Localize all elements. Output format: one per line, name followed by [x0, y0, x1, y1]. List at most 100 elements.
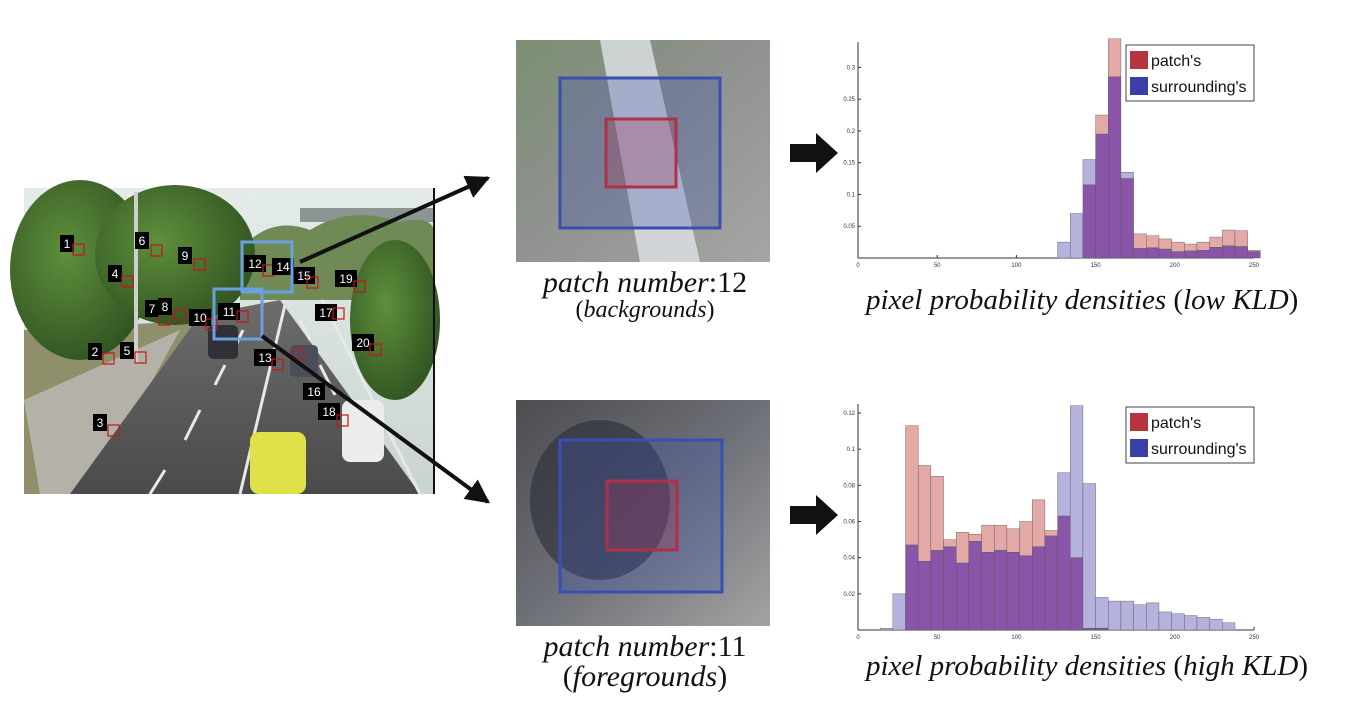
chart-bar-excess — [1082, 483, 1096, 629]
chart-bar-excess — [1057, 472, 1071, 517]
scene-patch-box-11 — [236, 310, 249, 323]
chart-bar-excess — [1196, 241, 1210, 251]
chart-bar-excess — [1171, 241, 1185, 252]
chart-bar-excess — [968, 533, 982, 542]
chart-bar-overlap — [1032, 546, 1046, 631]
chart-bar-excess — [1133, 233, 1147, 249]
caption-top-plot-kld: low KLD — [1183, 284, 1289, 316]
arrow-to-patch-11 — [260, 334, 490, 504]
chart-bar-excess — [1222, 229, 1236, 247]
caption-top-plot-main: pixel probability densities — [866, 284, 1167, 316]
chart-bar-excess — [905, 425, 919, 546]
chart-bar-excess — [1184, 615, 1198, 631]
scene-patch-box-16 — [292, 347, 305, 360]
caption-bottom-plot: pixel probability densities (high KLD) — [866, 650, 1308, 682]
caption-patch-12: patch number:12 (backgrounds) — [542, 266, 748, 323]
scene-patch-label-bg-13 — [254, 349, 276, 366]
chart-bar-excess — [981, 524, 995, 553]
chart-y-tick-label: 0.02 — [843, 592, 855, 598]
chart-bar-excess — [1095, 114, 1109, 135]
chart-x-tick-label: 0 — [856, 263, 860, 269]
scene-patch-box-8 — [174, 308, 187, 321]
scene-patch-label-10: 10 — [193, 311, 207, 325]
chart-x-tick-label: 250 — [1249, 635, 1260, 641]
chart-bar-excess — [1158, 238, 1172, 250]
chart-bar-excess — [1070, 405, 1084, 558]
chart-bar-overlap — [1234, 246, 1248, 259]
scene-patch-label-bg-19 — [335, 270, 357, 287]
scene-patch-label-bg-16 — [303, 383, 325, 400]
scene-patch-label-bg-5 — [120, 342, 134, 359]
chart-bar-excess — [1209, 236, 1223, 248]
chart-bar-overlap — [1044, 535, 1058, 631]
scene-patch-label-bg-4 — [108, 265, 122, 282]
chart-x-tick-label: 100 — [1011, 635, 1022, 641]
chart-bar-overlap — [930, 550, 944, 631]
caption-patch-12-prefix: patch number — [542, 266, 709, 299]
scene-patch-label-bg-3 — [93, 414, 107, 431]
chart-x-tick-label: 50 — [934, 635, 941, 641]
patch-12-surround-region — [558, 76, 722, 230]
chart-bar-excess — [930, 476, 944, 551]
chart-y-tick-label: 0.12 — [843, 411, 855, 417]
scene-patch-label-14: 14 — [276, 260, 290, 274]
chart-x-tick-label: 250 — [1249, 263, 1260, 269]
chart-bar-overlap — [1184, 250, 1198, 259]
scene-patch-label-13: 13 — [258, 351, 272, 365]
chart-bar-overlap — [1019, 555, 1033, 631]
chart-bar-excess — [1019, 521, 1033, 557]
chart-bar-overlap — [968, 541, 982, 631]
chart-bar-excess — [1222, 622, 1236, 631]
chart-bar-excess — [1032, 499, 1046, 548]
scene-patch-label-bg-9 — [178, 247, 192, 264]
chart-bar-excess — [1133, 604, 1147, 631]
arrow-to-patch-12 — [299, 175, 491, 264]
scene-patch-box-15 — [306, 276, 319, 289]
chart-bar-overlap — [1095, 627, 1109, 631]
chart-bar-excess — [1120, 600, 1134, 631]
chart-bar-overlap — [1209, 246, 1223, 259]
scene-patch-box-3 — [107, 424, 120, 437]
chart-bar-overlap — [1146, 247, 1160, 259]
scene-patch-label-8: 8 — [162, 300, 169, 314]
scene-patch-label-bg-6 — [135, 232, 149, 249]
scene-patch-label-bg-1 — [60, 235, 74, 252]
chart-legend-swatch-surrounding — [1130, 439, 1148, 457]
chart-legend-swatch-patch — [1130, 51, 1148, 69]
chart-bar-excess — [1120, 172, 1134, 179]
chart-bar-excess — [1082, 159, 1096, 186]
scene-patch-label-17: 17 — [319, 306, 333, 320]
chart-bar-overlap — [917, 561, 932, 631]
chart-bar-overlap — [1222, 245, 1236, 259]
scene-patch-box-20 — [369, 343, 382, 356]
scene-patch-box-4 — [121, 275, 134, 288]
chart-bar-excess — [1146, 235, 1160, 249]
chart-legend-label-patch: patch's — [1151, 53, 1201, 70]
chart-x-tick-label: 150 — [1091, 635, 1102, 641]
patch-11-image — [516, 400, 770, 626]
scene-patch-box-18 — [336, 414, 349, 427]
chart-y-tick-label: 0.15 — [843, 161, 855, 167]
scene-patch-label-bg-12 — [244, 255, 266, 272]
scene-patch-label-bg-7 — [145, 300, 159, 317]
scene-patch-label-5: 5 — [124, 344, 131, 358]
chart-y-tick-label: 0.05 — [843, 224, 855, 230]
patch-11-surround-box — [212, 287, 264, 341]
scene-car-yellow — [250, 432, 306, 494]
scene-patch-label-2: 2 — [92, 345, 99, 359]
caption-top-plot: pixel probability densities (low KLD) — [866, 284, 1299, 316]
chart-bar-overlap — [1196, 250, 1210, 259]
chart-bar-overlap — [1082, 184, 1096, 259]
scene-patch-label-16: 16 — [307, 385, 321, 399]
caption-patch-11-class: foregrounds — [572, 660, 718, 693]
scene-patch-box-9 — [193, 258, 206, 271]
chart-y-tick-label: 0.1 — [847, 192, 856, 198]
chart-bar-overlap — [1247, 251, 1261, 259]
scene-patch-box-2 — [102, 352, 115, 365]
chart-bar-excess — [1158, 611, 1172, 631]
caption-bottom-plot-main: pixel probability densities — [866, 650, 1167, 682]
scene-patch-label-bg-2 — [88, 343, 102, 360]
chart-legend-label-surrounding: surrounding's — [1151, 79, 1247, 96]
